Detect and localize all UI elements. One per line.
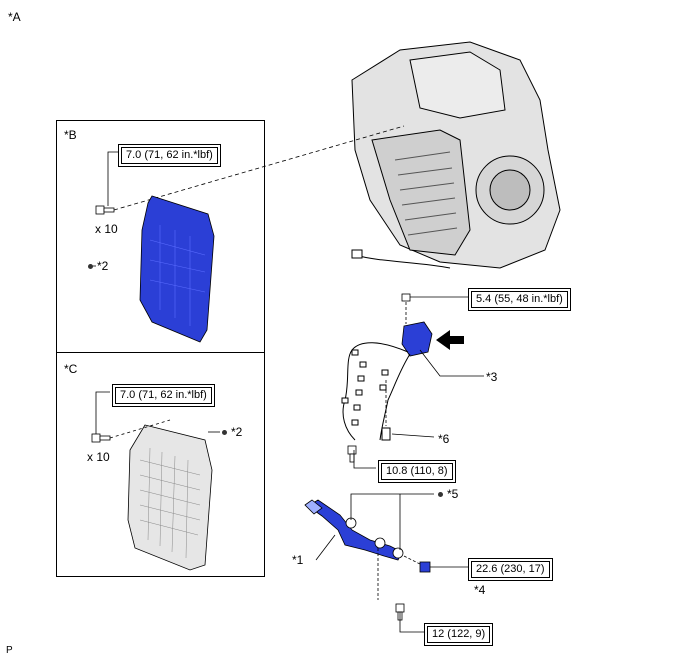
view-a-label: *A [8,10,21,24]
part1-label: *1 [292,553,304,567]
solenoid-highlighted [401,293,433,357]
torque-harness: 10.8 (110, 8) [378,460,456,483]
union-bolt [419,561,431,573]
part4-label: *4 [474,583,486,597]
apply-dot-icon [88,264,93,270]
torque-pan-b: 7.0 (71, 62 in.*lbf) [118,144,221,167]
qty-c-label: x 10 [87,450,110,464]
apply-dot-icon [222,430,227,436]
view-c-label: *C [64,362,78,376]
leader-pan-housing [113,125,405,211]
view-c-panel [56,352,265,577]
qty-b-label: x 10 [95,222,118,236]
bolt-c [91,433,111,443]
torque-pan-c: 7.0 (71, 62 in.*lbf) [112,384,215,407]
part2-b-label: *2 [88,259,108,273]
torque-union: 22.6 (230, 17) [468,558,553,581]
arrow-left-icon [436,330,464,350]
part2-c-label: *2 [222,425,242,439]
oil-pan-grey [127,424,213,571]
view-b-label: *B [64,128,77,142]
apply-dot-icon [438,492,443,498]
torque-pipe: 12 (122, 9) [424,623,494,646]
part3-label: *3 [486,370,498,384]
corner-code: P [6,645,13,656]
bolt-b [95,205,115,215]
part5-label: *5 [438,487,458,501]
transaxle-housing [351,41,561,269]
bolt-harness [347,445,357,463]
oil-pan-highlighted [139,195,215,343]
pipe-highlighted [304,499,404,561]
torque-solenoid: 5.4 (55, 48 in.*lbf) [468,288,571,311]
part6-label: *6 [438,432,450,446]
wire-harness [341,342,411,441]
